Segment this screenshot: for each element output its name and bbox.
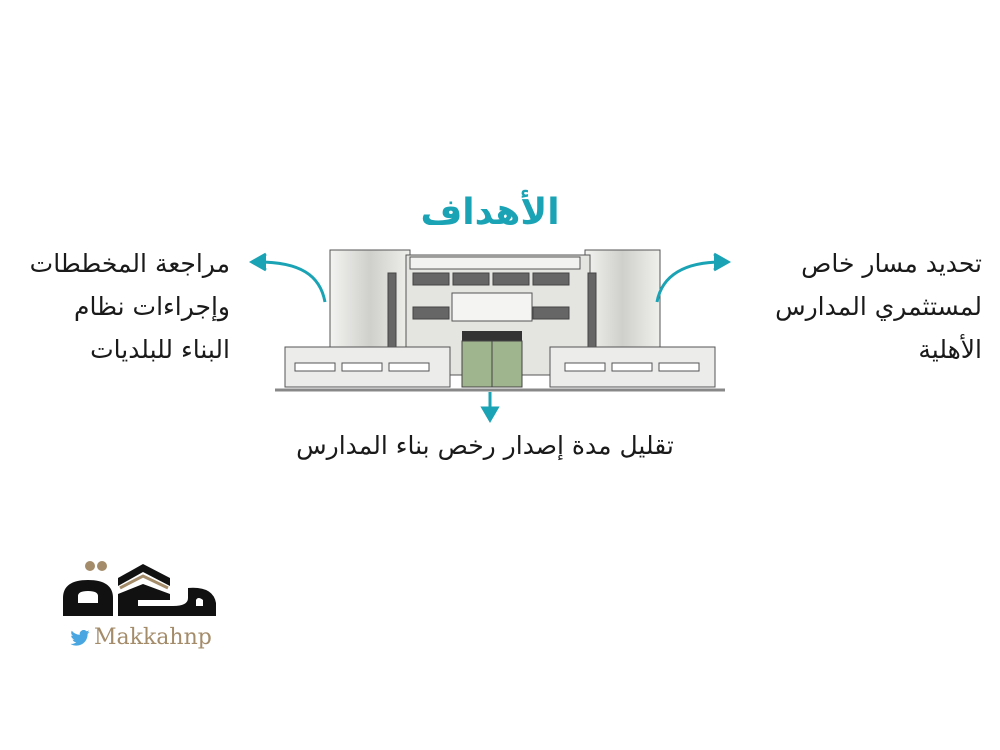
arrow-right-icon: [655, 252, 732, 303]
twitter-bird-icon: [70, 629, 90, 646]
goals-title: الأهداف: [420, 192, 560, 233]
makkah-logo: [63, 561, 216, 616]
goal-review-plans: مراجعة المخططات وإجراءات نظام البناء للب…: [29, 249, 230, 364]
arrow-left-icon: [248, 252, 327, 303]
goal-private-schools-track: تحديد مسار خاص لمستثمري المدارس الأهلية: [775, 249, 982, 364]
goal-reduce-permit-time: تقليل مدة إصدار رخص بناء المدارس: [296, 431, 674, 460]
handle-text: Makkahnp: [94, 625, 212, 650]
twitter-handle: Makkahnp: [70, 625, 212, 650]
arrow-down-icon: [480, 392, 500, 423]
school-building-illustration: [275, 249, 725, 392]
